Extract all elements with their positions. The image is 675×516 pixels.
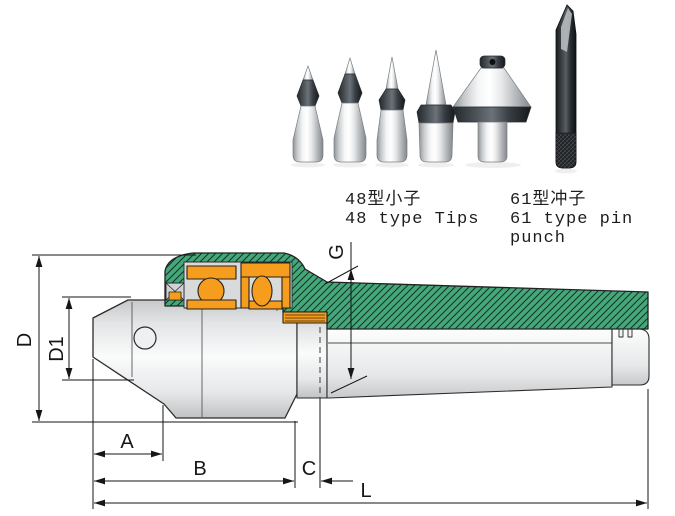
right-thrust-bearing xyxy=(240,262,291,310)
punch-knurl-grip xyxy=(555,132,577,169)
accessory-labels: 48型小子 48 type Tips 61型冲子 61 type pin pun… xyxy=(345,189,633,248)
punch-label-en-line2: punch xyxy=(510,229,566,248)
body-step-section xyxy=(296,311,328,399)
dim-A-label: A xyxy=(120,431,134,453)
section-drawing: D D1 A B C L G xyxy=(14,242,650,509)
front-seal xyxy=(165,282,185,301)
punch-label-en-line1: 61 type pin xyxy=(510,210,633,229)
dim-B-label: B xyxy=(193,458,206,480)
body-nose-and-bell xyxy=(92,299,298,419)
dim-C-label: C xyxy=(302,458,316,480)
center-tip-5-bullnose xyxy=(452,55,532,163)
dimension-labels: D D1 A B C L G xyxy=(14,244,372,502)
tang xyxy=(611,328,650,386)
left-ball-bearing xyxy=(186,265,237,310)
center-tip-4 xyxy=(416,49,456,163)
accessory-tips-photo: 48型小子 48 type Tips 61型冲子 61 type pin pun… xyxy=(291,4,633,248)
pin-punch-photo xyxy=(555,4,577,169)
lock-nut xyxy=(282,311,328,324)
center-tip-1 xyxy=(292,64,324,163)
dim-G-label: G xyxy=(326,244,348,260)
punch-label-zh: 61型冲子 xyxy=(510,189,586,210)
photo-shadows xyxy=(291,162,577,174)
cross-hole xyxy=(133,326,157,350)
center-tip-3 xyxy=(376,56,408,163)
tips-label-en: 48 type Tips xyxy=(345,210,479,229)
dim-D1-label: D1 xyxy=(46,336,68,362)
dim-L-label: L xyxy=(360,480,371,502)
dimension-lines xyxy=(32,242,649,509)
center-tip-2 xyxy=(333,56,367,163)
bearing-ball xyxy=(251,275,273,307)
tips-label-zh: 48型小子 xyxy=(345,189,421,210)
dim-D-label: D xyxy=(14,333,36,347)
taper-shank-lower xyxy=(326,328,613,399)
punch-bevel-face xyxy=(561,8,572,52)
